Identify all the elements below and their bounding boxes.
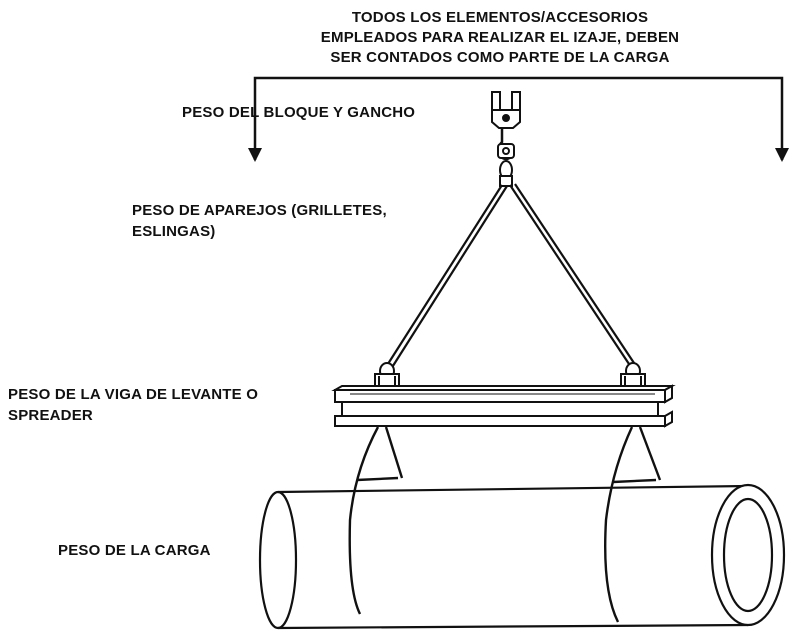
arrow-down-icon	[248, 148, 262, 162]
hook-block-icon	[491, 91, 521, 161]
label-spreader-line-1: PESO DE LA VIGA DE LEVANTE O	[8, 386, 259, 403]
title-line-1: TODOS LOS ELEMENTOS/ACCESORIOS	[351, 9, 649, 26]
label-rigging-line-1: PESO DE APAREJOS (GRILLETES,	[132, 202, 387, 219]
title-line-3: SER CONTADOS COMO PARTE DE LA CARGA	[330, 49, 670, 66]
label-spreader-line-2: SPREADER	[8, 407, 93, 424]
lower-sling-right	[604, 426, 662, 623]
bracket-arrows	[248, 76, 789, 162]
label-block-hook: PESO DEL BLOQUE Y GANCHO	[182, 104, 416, 121]
title-line-2: EMPLEADOS PARA REALIZAR EL IZAJE, DEBEN	[320, 29, 680, 46]
label-load: PESO DE LA CARGA	[58, 542, 211, 559]
lower-sling-left	[348, 426, 404, 615]
spreader-beam	[331, 384, 676, 428]
label-rigging-line-2: ESLINGAS)	[132, 223, 216, 240]
load-pipe	[258, 483, 786, 630]
sling-legs	[385, 183, 637, 370]
top-shackle-icon	[499, 160, 513, 187]
diagram-title: TODOS LOS ELEMENTOS/ACCESORIOS EMPLEADOS…	[240, 8, 760, 68]
arrow-down-icon	[775, 148, 789, 162]
